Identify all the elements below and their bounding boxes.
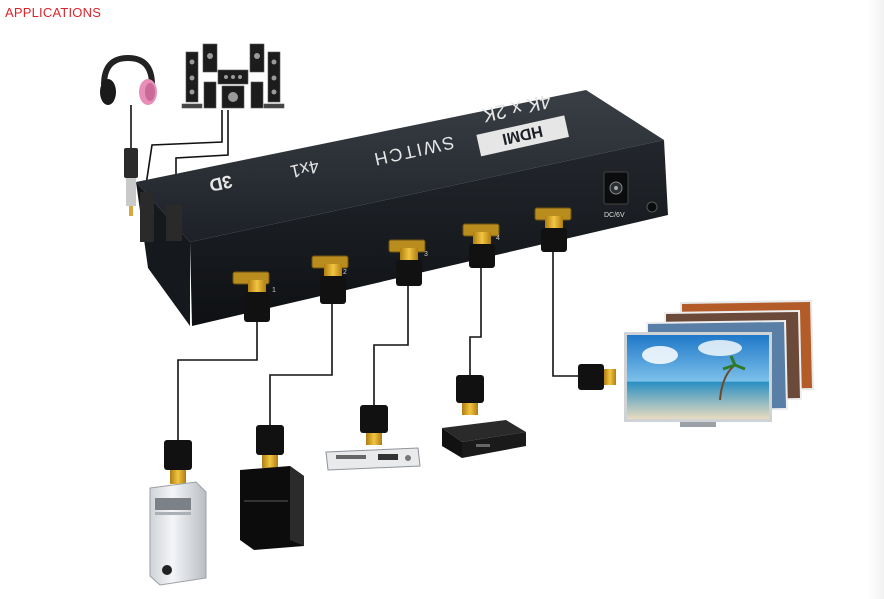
set-top-box-icon (442, 420, 526, 458)
cable-input-1 (177, 322, 258, 440)
power-label: DC/6V (604, 212, 625, 219)
cable-input-3 (373, 283, 409, 405)
cable-speakers-b (145, 110, 223, 186)
headphones-icon (100, 54, 157, 216)
input-number-1: 1 (272, 287, 276, 294)
input-number-4: 4 (496, 235, 500, 242)
audio-jack-right (166, 205, 182, 241)
dvd-player-icon (325, 447, 421, 471)
hdmi-plug-1 (244, 280, 270, 322)
pc-tower-icon (149, 481, 207, 586)
display-screen-icon (624, 300, 814, 427)
surround-speaker-icon (181, 43, 285, 109)
cable-input-4 (469, 266, 482, 375)
cable-input-2 (269, 300, 333, 425)
plug-group (244, 216, 567, 322)
feature-label: 3D (207, 171, 234, 196)
hdmi-switch: HDMI 4K x 2K SWITCH 4x1 3D 1 2 3 4 (136, 89, 668, 326)
source-plugs (164, 364, 616, 484)
ir-sensor-icon (646, 201, 658, 213)
hdmi-logo-icon (476, 115, 570, 157)
hdmi-plug-4 (469, 232, 495, 268)
page-edge-shadow (868, 0, 884, 599)
game-console-icon (240, 466, 304, 550)
input-number-3: 3 (424, 251, 428, 258)
power-port[interactable] (603, 171, 629, 205)
hdmi-plug-out (541, 216, 567, 252)
audio-jack-left (140, 192, 154, 242)
cable-output (552, 250, 578, 377)
input-number-2: 2 (343, 269, 347, 276)
hdmi-plug-2 (320, 264, 346, 304)
hdmi-plug-3 (396, 248, 422, 286)
page-title: APPLICATIONS (5, 5, 102, 20)
